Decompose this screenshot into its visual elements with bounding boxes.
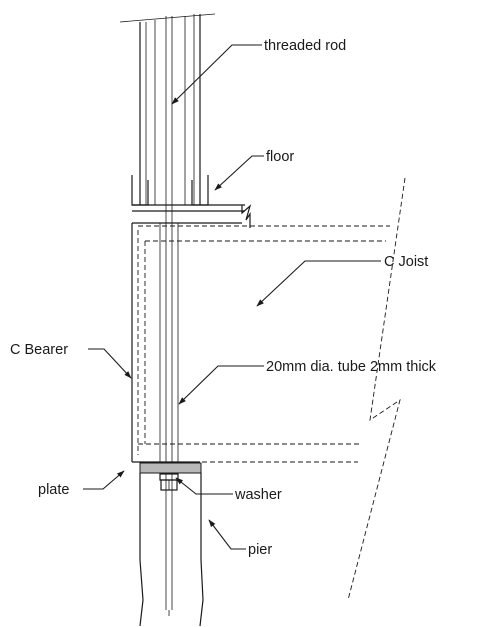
label-plate: plate [38, 482, 69, 498]
plate [139, 462, 202, 474]
nut-washer [159, 473, 179, 491]
c-joist [138, 177, 406, 601]
leader-lines [83, 44, 381, 550]
label-washer: washer [234, 487, 282, 503]
floor-decking [132, 204, 252, 228]
upper-column [119, 13, 216, 205]
label-c-bearer: C Bearer [10, 342, 68, 358]
tube [159, 223, 179, 462]
label-tube: 20mm dia. tube 2mm thick [266, 359, 437, 375]
label-floor: floor [266, 149, 294, 165]
threaded-rod [165, 16, 173, 616]
floor-bracket [131, 175, 245, 212]
label-threaded-rod: threaded rod [264, 38, 346, 54]
label-pier: pier [248, 542, 272, 558]
label-c-joist: C Joist [384, 254, 428, 270]
pier [139, 473, 204, 627]
